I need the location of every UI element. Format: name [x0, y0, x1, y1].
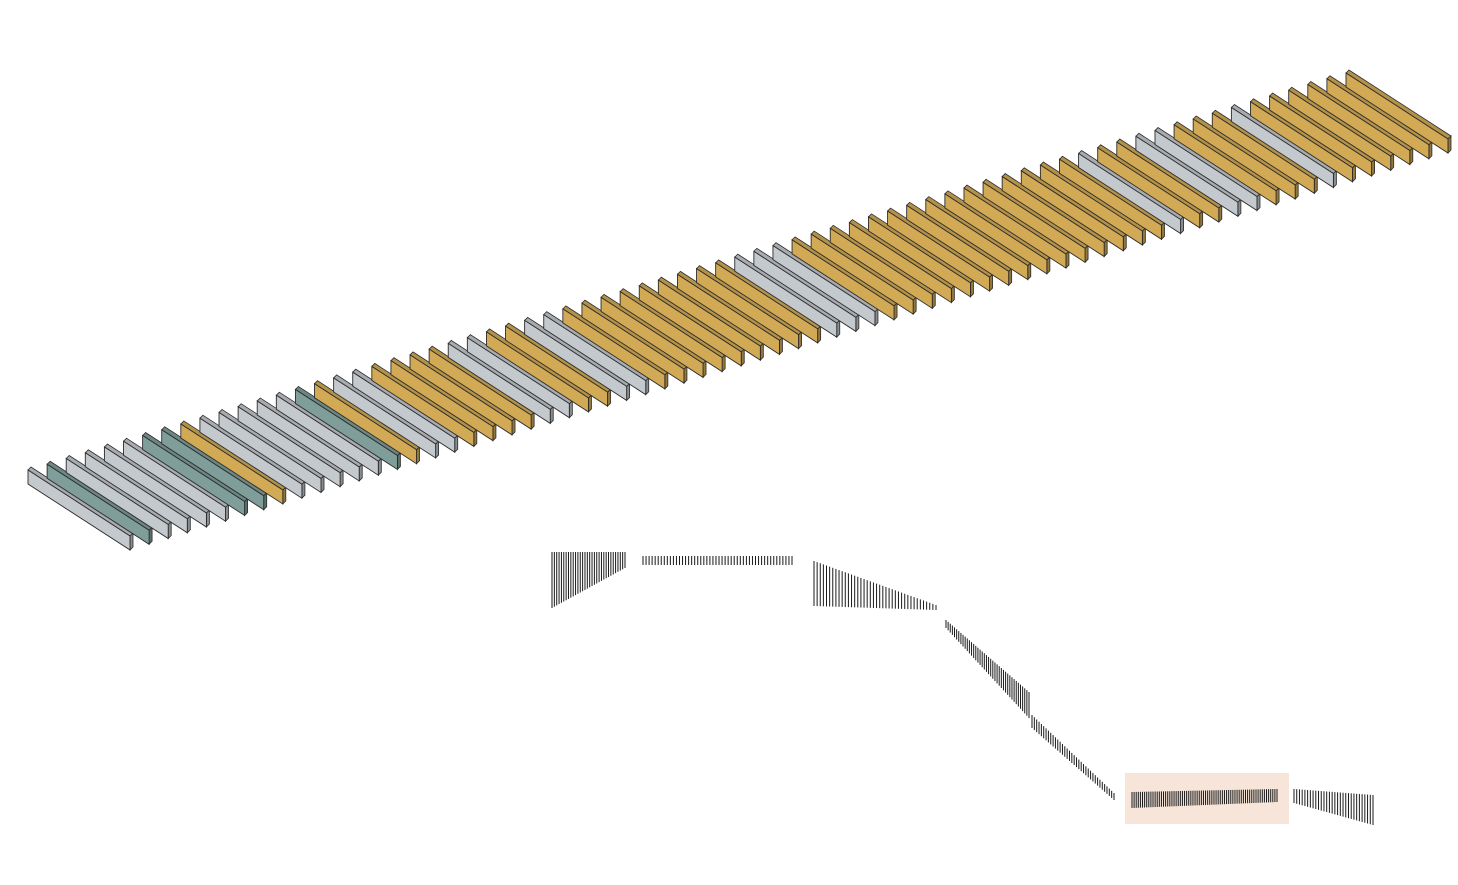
layer-slab — [275, 391, 382, 477]
layer-slab — [543, 311, 650, 396]
layer-slab — [141, 431, 249, 517]
layer-slab — [734, 253, 841, 339]
layer-slab — [963, 184, 1070, 270]
layer-slab — [1154, 127, 1261, 212]
layer-slab — [772, 242, 879, 327]
layer-slab — [1211, 109, 1318, 195]
layer-slab — [103, 443, 211, 528]
layer-slab — [84, 449, 191, 534]
layer-slab — [1020, 167, 1127, 252]
layer-slab — [371, 362, 478, 448]
sparkline-group — [945, 620, 1030, 718]
layer-slab — [619, 288, 726, 373]
layer-slab — [925, 196, 1032, 281]
layer-slab — [657, 276, 764, 362]
layer-slab — [485, 328, 593, 413]
layer-slab — [218, 408, 325, 494]
layer-slab — [428, 345, 535, 431]
layer-slab — [638, 282, 745, 367]
sparkline-group — [1293, 789, 1374, 825]
layer-slab — [1077, 150, 1185, 235]
layer-slab — [1097, 144, 1204, 229]
highlight-box — [1125, 773, 1289, 824]
layer-slab — [753, 247, 860, 333]
layer-slab — [1230, 104, 1338, 189]
layer-slab — [676, 270, 784, 356]
slab-stack — [27, 69, 1452, 551]
sparkline-group — [642, 556, 793, 565]
layer-slab — [237, 403, 344, 488]
layer-slab — [447, 339, 554, 425]
layer-slab — [1001, 173, 1108, 258]
layer-slab — [715, 259, 822, 344]
layer-slab — [944, 190, 1051, 275]
layer-slab — [1326, 75, 1433, 160]
layer-slab — [352, 368, 459, 454]
layer-slab — [1345, 69, 1452, 154]
layer-slab — [791, 236, 898, 321]
layer-slab — [906, 201, 1013, 287]
sparkline-group — [813, 561, 937, 610]
layer-slab — [1268, 92, 1376, 177]
sparkline-flow — [551, 552, 1374, 825]
layer-slab — [1116, 138, 1223, 224]
layer-slab — [600, 293, 707, 379]
layer-slab — [390, 357, 497, 442]
layer-slab — [46, 460, 153, 546]
layer-slab — [294, 385, 402, 471]
sparkline-group-highlighted — [1131, 789, 1278, 808]
sparkline-group — [1031, 715, 1115, 800]
layer-slab — [161, 426, 268, 511]
sparkline-group — [551, 552, 626, 608]
layer-slab — [122, 437, 230, 523]
layer-slab — [848, 219, 955, 304]
